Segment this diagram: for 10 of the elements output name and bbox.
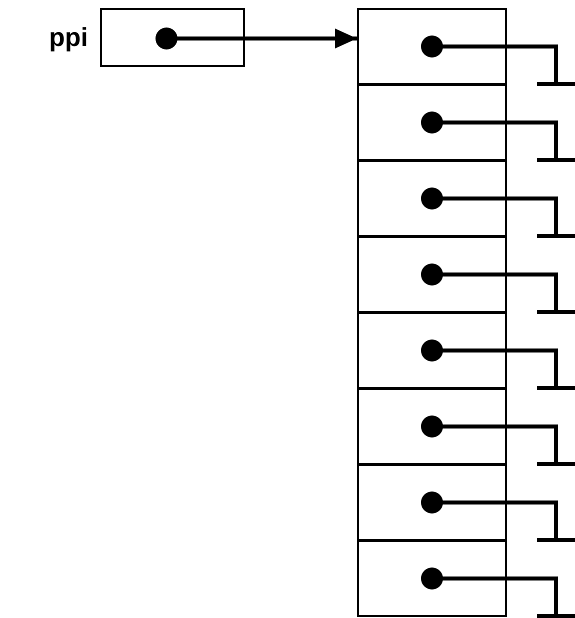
array-cell xyxy=(357,312,507,389)
array-cell xyxy=(357,464,507,541)
array-cell xyxy=(357,540,507,617)
pointer-arrow xyxy=(156,28,357,50)
array-cell xyxy=(357,236,507,313)
array-cell xyxy=(357,388,507,465)
array-cell xyxy=(357,160,507,237)
variable-name: ppi xyxy=(48,21,88,54)
array-cell xyxy=(357,8,507,85)
array-cell xyxy=(357,84,507,161)
